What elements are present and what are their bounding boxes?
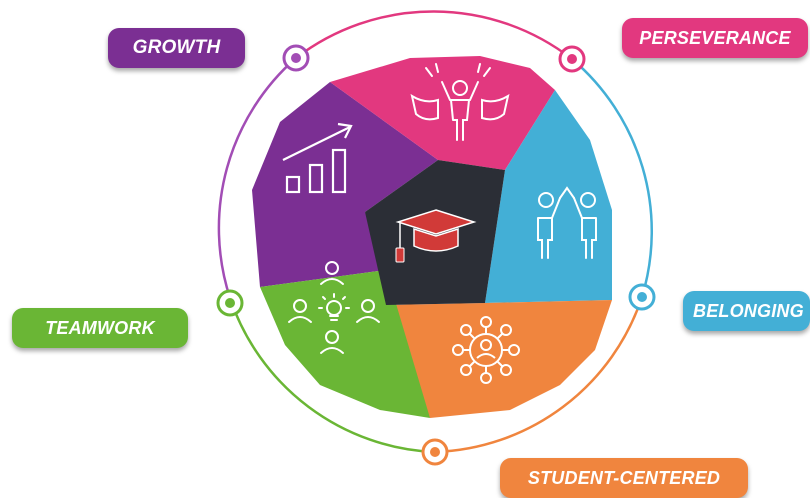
node-student-centered [421, 438, 449, 466]
node-perseverance [558, 45, 586, 73]
teamwork-label: TEAMWORK [12, 308, 188, 348]
growth-label: GROWTH [108, 28, 245, 68]
ring-nodes [216, 44, 656, 466]
node-growth [282, 44, 310, 72]
team-lightbulb-icon [288, 261, 380, 354]
perseverance-label: PERSEVERANCE [622, 18, 808, 58]
belonging-label: BELONGING [683, 291, 810, 331]
segment-perseverance [330, 56, 555, 170]
node-teamwork [216, 289, 244, 317]
student-centered-label: STUDENT-CENTERED [500, 458, 748, 498]
high-five-people-icon [537, 186, 597, 259]
network-person-icon [452, 316, 520, 384]
celebrating-person-icon [410, 63, 510, 141]
segment-belonging [485, 90, 612, 303]
ring-arc-perseverance [295, 10, 573, 60]
bar-chart-arrow-icon [282, 122, 353, 194]
segment-teamwork [260, 270, 430, 418]
ring-arc-teamwork [228, 297, 436, 454]
node-belonging [628, 283, 656, 311]
ring-arc-growth [217, 57, 297, 299]
ring-arc-belonging [571, 58, 653, 298]
ring-arc-student [434, 296, 644, 454]
graduation-cap-icon [395, 209, 477, 263]
outer-ring [217, 10, 653, 454]
